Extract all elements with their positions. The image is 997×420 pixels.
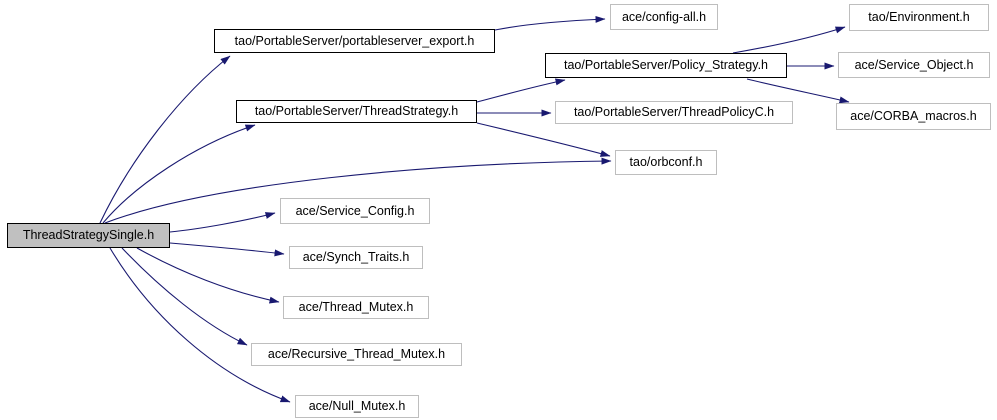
edge-threadstrategy-orbconf — [476, 122, 611, 157]
edge-main-synchtraits — [169, 242, 285, 257]
node-synchtraits: ace/Synch_Traits.h — [289, 246, 423, 269]
edge-main-export — [99, 55, 231, 224]
node-nullmutex: ace/Null_Mutex.h — [295, 395, 419, 418]
edge-main-threadstrategy — [102, 124, 256, 224]
edge-main-orbconf — [104, 157, 612, 224]
node-export[interactable]: tao/PortableServer/portableserver_export… — [214, 29, 495, 53]
edge-main-nullmutex — [109, 247, 291, 403]
edge-main-threadmutex — [136, 247, 280, 304]
node-threadpolicyc: tao/PortableServer/ThreadPolicyC.h — [555, 101, 793, 124]
edge-threadstrategy-policy — [476, 78, 566, 103]
node-threadmutex: ace/Thread_Mutex.h — [283, 296, 429, 319]
node-serviceobject: ace/Service_Object.h — [838, 52, 990, 78]
edge-main-recursivemutex — [121, 247, 248, 346]
node-corbamacros: ace/CORBA_macros.h — [836, 103, 991, 130]
node-policy[interactable]: tao/PortableServer/Policy_Strategy.h — [545, 53, 787, 78]
node-recursivemutex: ace/Recursive_Thread_Mutex.h — [251, 343, 462, 366]
node-threadstrategy[interactable]: tao/PortableServer/ThreadStrategy.h — [236, 100, 477, 123]
edge-export-configall — [494, 15, 606, 31]
node-serviceconfig: ace/Service_Config.h — [280, 198, 430, 224]
edge-policy-environment — [732, 26, 846, 54]
node-orbconf: tao/orbconf.h — [615, 150, 717, 175]
edge-main-serviceconfig — [169, 212, 276, 233]
node-environment: tao/Environment.h — [849, 4, 989, 31]
node-configall: ace/config-all.h — [610, 4, 718, 30]
edge-policy-corbamacros — [746, 78, 850, 104]
node-main[interactable]: ThreadStrategySingle.h — [7, 223, 170, 248]
